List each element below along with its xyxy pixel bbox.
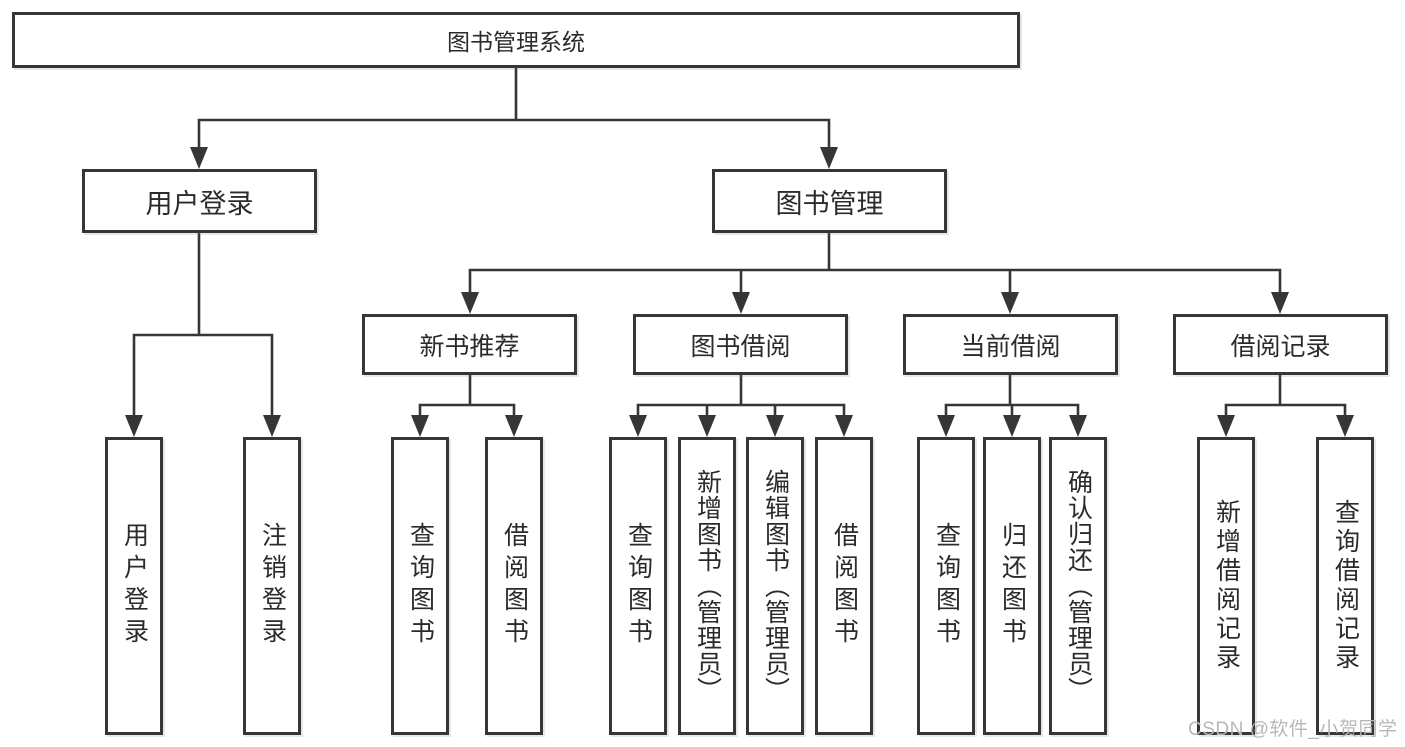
leaf-add-book-admin: 新增图书（管理员） [678,437,736,735]
node-borrowing-records: 借阅记录 [1173,314,1388,375]
node-label: 新增图书（管理员） [693,469,722,703]
leaf-logout: 注销登录 [243,437,301,735]
node-book-borrowing: 图书借阅 [633,314,848,375]
node-label: 图书管理系统 [447,29,585,55]
leaf-user-login: 用户登录 [105,437,163,735]
node-label: 图书管理 [775,188,884,219]
node-root-system: 图书管理系统 [12,12,1020,68]
node-label: 借阅图书 [500,522,529,650]
node-book-management: 图书管理 [712,169,947,233]
leaf-query-book: 查询图书 [391,437,449,735]
leaf-add-borrow-record: 新增借阅记录 [1197,437,1255,735]
leaf-borrow-book: 借阅图书 [485,437,543,735]
node-label: 用户登录 [120,522,149,650]
node-label: 查询图书 [932,522,961,650]
node-label: 确认归还（管理员） [1064,469,1093,703]
node-label: 注销登录 [258,522,287,650]
node-label: 用户登录 [145,188,254,219]
node-label: 归还图书 [998,522,1027,650]
node-label: 查询图书 [406,522,435,650]
arrowhead-icons [125,147,1354,437]
node-label: 查询图书 [624,522,653,650]
leaf-query-borrow-record: 查询借阅记录 [1316,437,1374,735]
node-current-borrowing: 当前借阅 [903,314,1118,375]
node-new-book-recommend: 新书推荐 [362,314,577,375]
leaf-return-book: 归还图书 [983,437,1041,735]
leaf-confirm-return-admin: 确认归还（管理员） [1049,437,1107,735]
node-label: 新书推荐 [419,332,520,361]
node-label: 当前借阅 [960,332,1061,361]
leaf-edit-book-admin: 编辑图书（管理员） [746,437,804,735]
node-label: 新增借阅记录 [1212,499,1241,673]
node-label: 借阅图书 [830,522,859,650]
node-user-login: 用户登录 [82,169,317,233]
watermark: CSDN @软件_小贺同学 [1188,719,1398,740]
leaf-query-book: 查询图书 [609,437,667,735]
leaf-query-book: 查询图书 [917,437,975,735]
node-label: 借阅记录 [1230,332,1331,361]
node-label: 查询借阅记录 [1331,499,1360,673]
leaf-borrow-book: 借阅图书 [815,437,873,735]
node-label: 编辑图书（管理员） [761,469,790,703]
node-label: 图书借阅 [690,332,791,361]
